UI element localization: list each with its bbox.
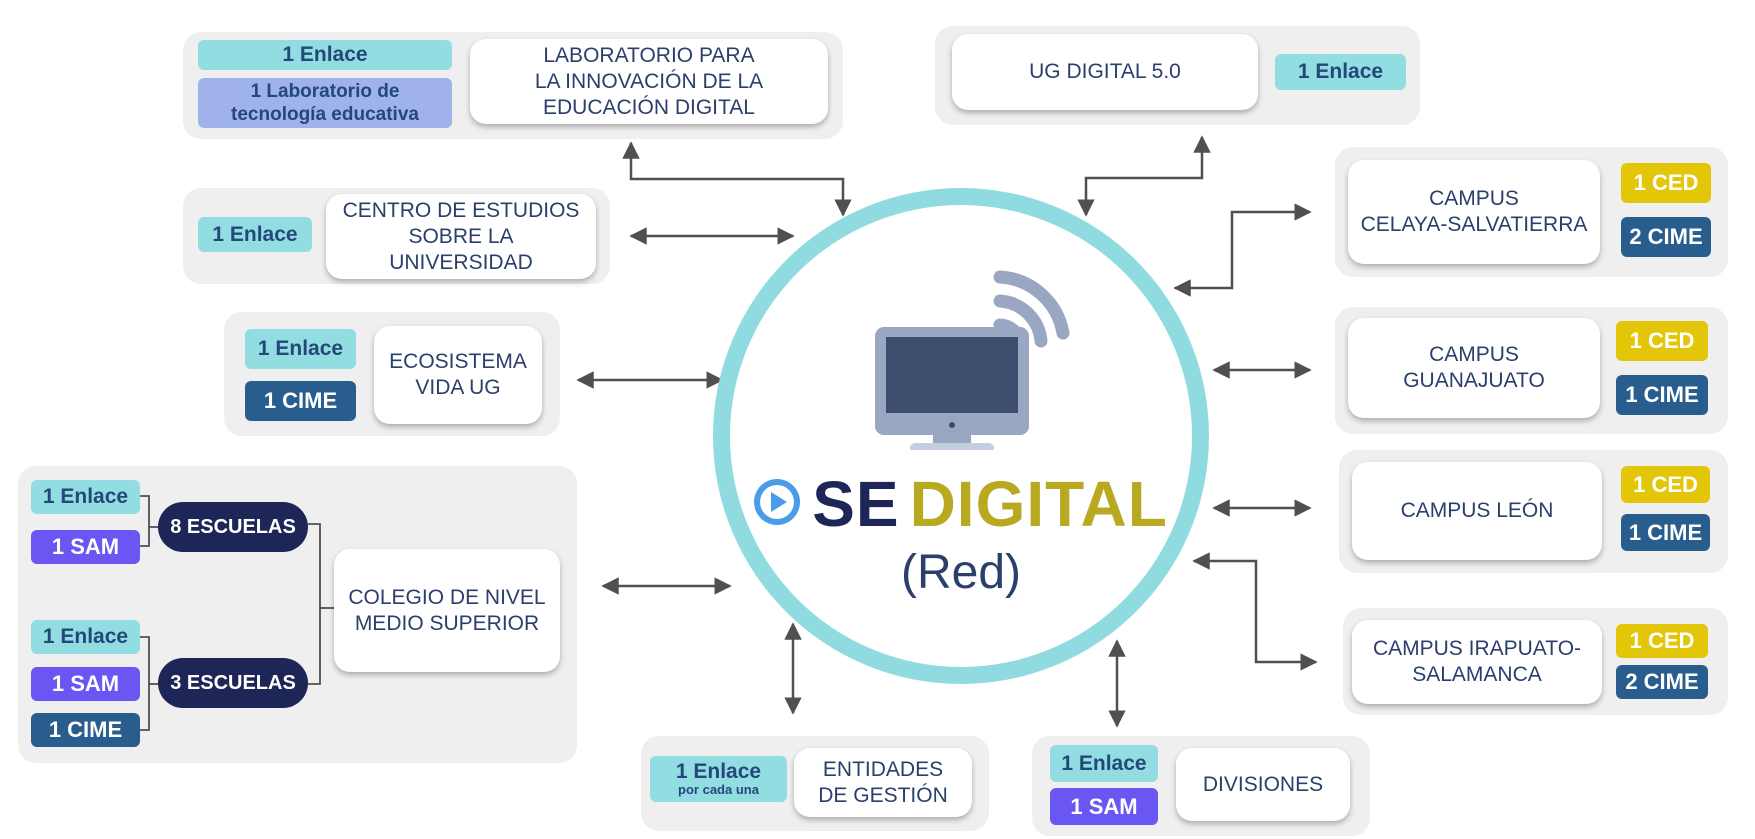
entidades-card[interactable]: ENTIDADES DE GESTIÓN <box>794 748 972 817</box>
ecosistema-cime-badge: 1 CIME <box>245 381 356 421</box>
leon-cime-badge: 1 CIME <box>1621 514 1710 551</box>
arrow-celaya <box>1173 203 1312 297</box>
bracket-colegio <box>308 523 321 685</box>
colegio-card[interactable]: COLEGIO DE NIVEL MEDIO SUPERIOR <box>334 549 560 672</box>
colegio-group1-sam-badge: 1 SAM <box>31 530 140 564</box>
arrow-ug-digital <box>1077 135 1211 217</box>
leon-card[interactable]: CAMPUS LEÓN <box>1352 462 1602 560</box>
colegio-group2-sam-badge: 1 SAM <box>31 667 140 701</box>
celaya-cime-badge: 2 CIME <box>1621 217 1711 257</box>
ecosistema-card[interactable]: ECOSISTEMA VIDA UG <box>374 326 542 424</box>
ug-digital-enlace-badge: 1 Enlace <box>1275 54 1406 90</box>
play-icon <box>754 479 800 525</box>
hub-subtitle: (Red) <box>900 546 1022 599</box>
irapuato-cime-badge: 2 CIME <box>1616 665 1708 699</box>
laboratorio-card[interactable]: LABORATORIO PARA LA INNOVACIÓN DE LA EDU… <box>470 39 828 124</box>
colegio-8-escuelas[interactable]: 8 ESCUELAS <box>158 502 308 552</box>
entidades-enlace-badge: 1 Enlace por cada una <box>650 756 787 802</box>
guanajuato-card[interactable]: CAMPUS GUANAJUATO <box>1348 318 1600 418</box>
celaya-card[interactable]: CAMPUS CELAYA-SALVATIERRA <box>1348 160 1600 264</box>
monitor-wifi-icon <box>875 270 1070 450</box>
ecosistema-enlace-badge: 1 Enlace <box>245 329 356 369</box>
colegio-group1-enlace-badge: 1 Enlace <box>31 480 140 514</box>
ug-digital-card[interactable]: UG DIGITAL 5.0 <box>952 34 1258 110</box>
entidades-enlace-label: 1 Enlace <box>675 760 762 783</box>
irapuato-card[interactable]: CAMPUS IRAPUATO- SALAMANCA <box>1352 620 1602 704</box>
divisiones-enlace-badge: 1 Enlace <box>1050 745 1158 782</box>
centro-estudios-card[interactable]: CENTRO DE ESTUDIOS SOBRE LA UNIVERSIDAD <box>326 194 596 279</box>
centro-estudios-enlace-badge: 1 Enlace <box>198 217 312 252</box>
arrow-irapuato <box>1192 552 1318 671</box>
colegio-group2-cime-badge: 1 CIME <box>31 713 140 747</box>
laboratorio-enlace-badge: 1 Enlace <box>198 40 452 70</box>
divisiones-sam-badge: 1 SAM <box>1050 788 1158 825</box>
celaya-ced-badge: 1 CED <box>1621 163 1711 203</box>
leon-ced-badge: 1 CED <box>1621 466 1710 503</box>
brand-se: SE <box>812 468 900 540</box>
brand-digital: DIGITAL <box>909 468 1168 540</box>
entidades-enlace-note: por cada una <box>678 782 759 797</box>
divisiones-card[interactable]: DIVISIONES <box>1176 748 1350 821</box>
guanajuato-ced-badge: 1 CED <box>1616 321 1708 361</box>
colegio-group2-enlace-badge: 1 Enlace <box>31 620 140 654</box>
arrow-laboratorio <box>622 141 852 217</box>
guanajuato-cime-badge: 1 CIME <box>1616 375 1708 415</box>
irapuato-ced-badge: 1 CED <box>1616 624 1708 658</box>
laboratorio-lab-badge: 1 Laboratorio de tecnología educativa <box>198 78 452 128</box>
colegio-3-escuelas[interactable]: 3 ESCUELAS <box>158 658 308 708</box>
bracket-group1 <box>140 495 150 547</box>
bracket-group2 <box>140 636 150 731</box>
